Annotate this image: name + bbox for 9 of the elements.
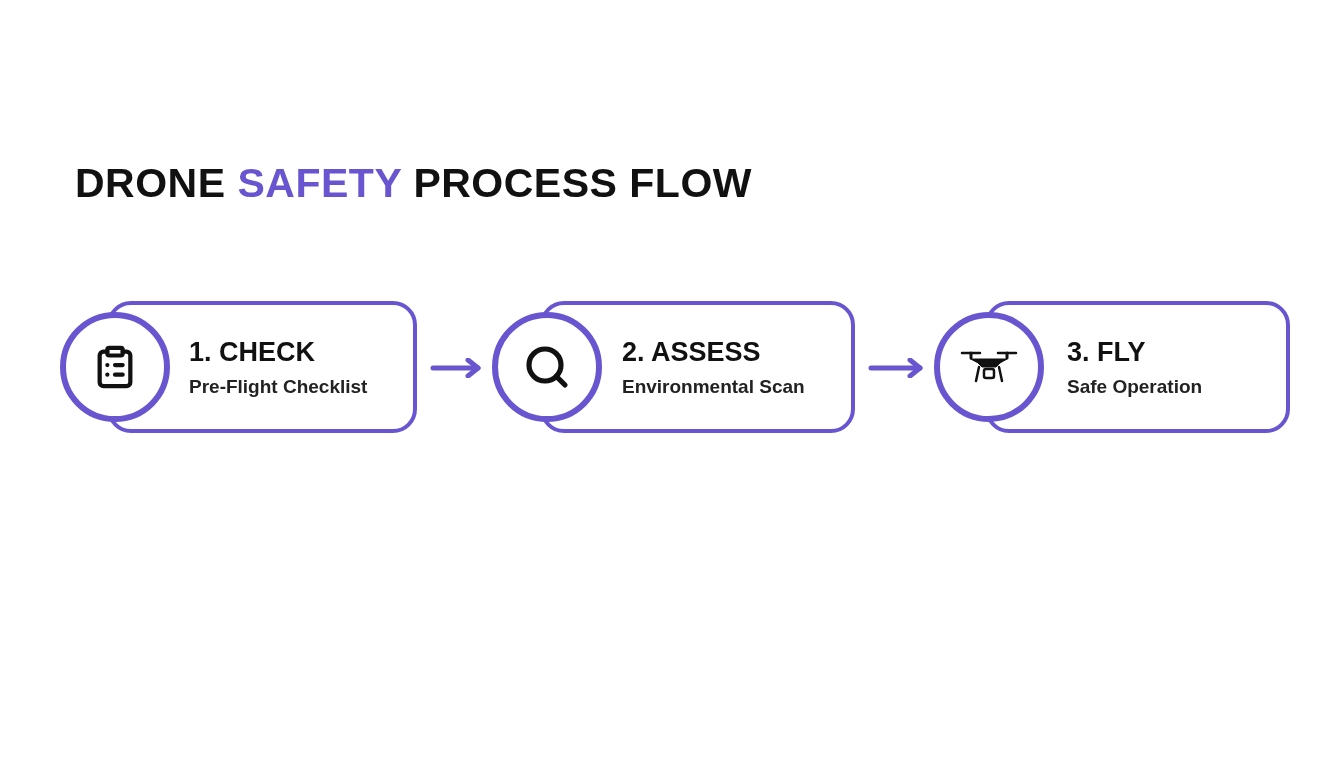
step-subtitle: Pre-Flight Checklist [189, 376, 369, 399]
step-subtitle: Environmental Scan [622, 376, 806, 399]
title: DRONE SAFETY PROCESS FLOW [75, 160, 752, 207]
step-subtitle: Safe Operation [1067, 376, 1204, 399]
step-title: 3. FLY [1067, 335, 1147, 369]
arrow [430, 357, 481, 379]
step-title: 2. ASSESS [622, 335, 762, 369]
step-title: 1. CHECK [189, 335, 317, 369]
arrow [868, 357, 923, 379]
